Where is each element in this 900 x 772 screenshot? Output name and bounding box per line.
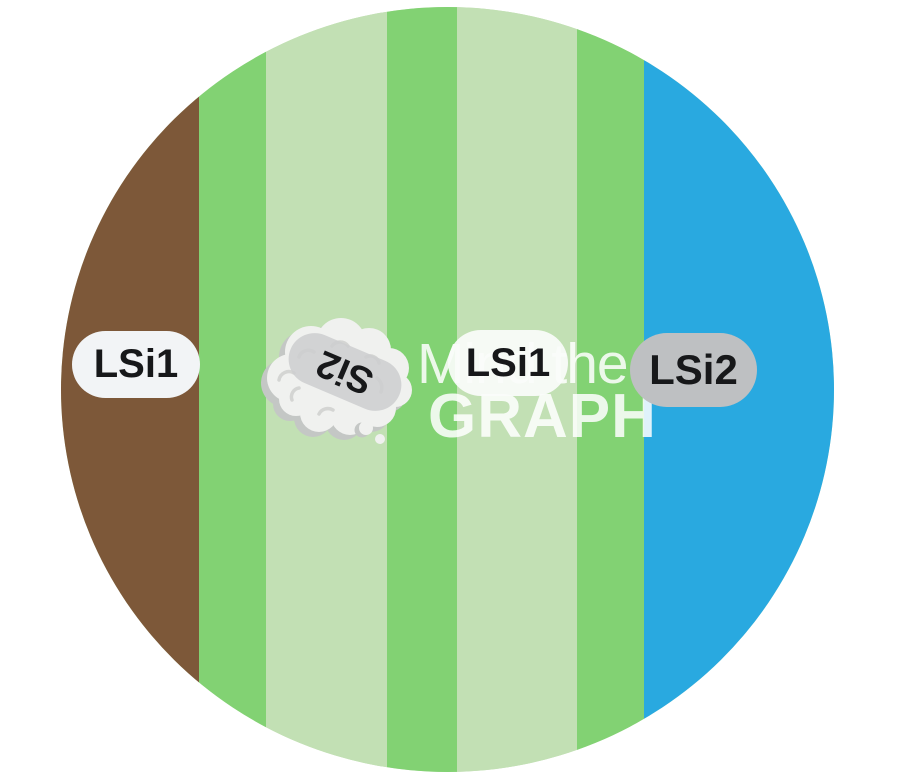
label-text-lsi1-middle: LSi1 <box>465 340 551 385</box>
label-pill-lsi1-left: LSi1 <box>72 331 200 398</box>
green-stripe-3 <box>577 7 644 772</box>
thought-dot-small <box>375 434 385 444</box>
label-text-lsi2: LSi2 <box>649 346 738 393</box>
watermark-line2: GRAPH <box>428 382 657 451</box>
green-stripe-1 <box>199 7 266 772</box>
thought-dot-large <box>359 421 373 435</box>
label-pill-lsi1-middle: LSi1 <box>448 330 568 396</box>
label-pill-lsi2-right: LSi2 <box>630 333 757 407</box>
label-text-lsi1-left: LSi1 <box>93 342 179 386</box>
